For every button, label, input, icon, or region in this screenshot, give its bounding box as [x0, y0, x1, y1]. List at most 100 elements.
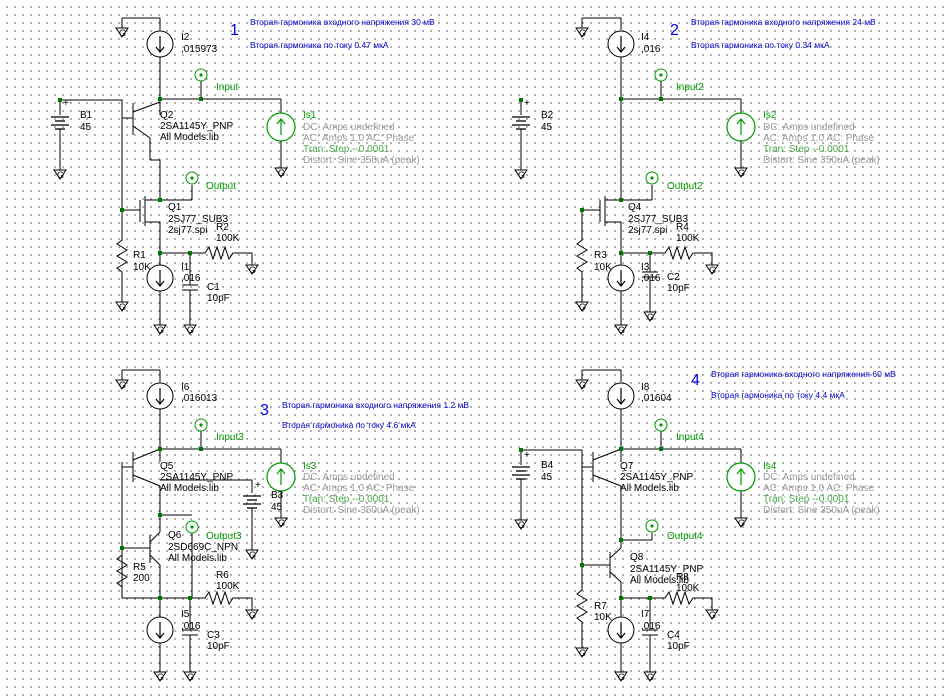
- svg-text:G: G: [278, 518, 285, 528]
- ground-symbol[interactable]: G: [115, 17, 129, 38]
- r4-value: 100K: [676, 233, 700, 244]
- ground-symbol[interactable]: G: [245, 539, 259, 560]
- r8-name: R8: [676, 572, 689, 583]
- current-source-i8[interactable]: [607, 382, 635, 410]
- ground-symbol[interactable]: G: [153, 314, 167, 335]
- ground-symbol[interactable]: G: [575, 291, 589, 312]
- r3-value: 10K: [594, 262, 612, 273]
- current-source-i5[interactable]: [146, 616, 174, 644]
- ground-symbol[interactable]: G: [274, 507, 288, 528]
- ground-symbol[interactable]: G: [643, 301, 657, 322]
- input-probe[interactable]: [654, 68, 668, 82]
- svg-text:G: G: [157, 325, 164, 335]
- i4-name: I4: [641, 32, 650, 43]
- q4-name: Q4: [628, 202, 642, 213]
- svg-text:G: G: [579, 380, 586, 390]
- b4-name: B4: [541, 460, 554, 471]
- ground-symbol[interactable]: G: [245, 254, 259, 275]
- source-is4[interactable]: [726, 462, 756, 492]
- ground-symbol[interactable]: G: [643, 661, 657, 682]
- transistor-q4[interactable]: [599, 196, 622, 245]
- source-is3[interactable]: [266, 462, 296, 492]
- b3-name: B3: [271, 490, 284, 501]
- current-source-i2[interactable]: [146, 30, 174, 58]
- ground-symbol[interactable]: G: [575, 637, 589, 658]
- q1-part: 2SJ77_SUB3: [168, 214, 228, 225]
- ground-symbol[interactable]: G: [705, 599, 719, 620]
- output-probe[interactable]: [185, 171, 199, 185]
- transistor-q7[interactable]: [582, 448, 622, 487]
- svg-text:G: G: [709, 265, 716, 275]
- transistor-q8[interactable]: [609, 486, 622, 620]
- input-net-label: Input2: [676, 82, 704, 93]
- transistor-q6[interactable]: [149, 486, 161, 620]
- note-current-harmonic: Вторая гармоника по току 4.4 мкА: [711, 390, 845, 400]
- source-is1[interactable]: [266, 112, 296, 142]
- current-source-i1[interactable]: [146, 264, 174, 292]
- ground-symbol[interactable]: G: [734, 157, 748, 178]
- is4-tran: Tran: Step --0.0001: [763, 494, 850, 505]
- ground-symbol[interactable]: G: [53, 159, 67, 180]
- transistor-q5[interactable]: [122, 448, 161, 487]
- battery-b1[interactable]: [50, 116, 70, 130]
- current-source-i3[interactable]: [607, 264, 635, 292]
- ground-symbol[interactable]: G: [274, 157, 288, 178]
- ground-symbol[interactable]: G: [514, 509, 528, 530]
- transistor-q2[interactable]: [122, 101, 161, 160]
- ground-symbol[interactable]: G: [575, 369, 589, 390]
- source-is2[interactable]: [726, 112, 756, 142]
- battery-b3[interactable]: [242, 495, 262, 509]
- c3-name: C3: [207, 630, 220, 641]
- svg-text:G: G: [738, 168, 745, 178]
- ground-symbol[interactable]: G: [153, 661, 167, 682]
- current-source-i4[interactable]: [607, 30, 635, 58]
- q8-name: Q8: [630, 552, 644, 563]
- is1-tran: Tran: Step --0.0001: [303, 144, 390, 155]
- svg-text:G: G: [618, 325, 625, 335]
- q5-name: Q5: [160, 461, 174, 472]
- ground-symbol[interactable]: G: [115, 369, 129, 390]
- ground-symbol[interactable]: G: [614, 314, 628, 335]
- svg-text:G: G: [249, 265, 256, 275]
- is3-ac: AC: Amps 1,0 AC: Phase: [303, 483, 415, 494]
- is4-distort: Distort: Sine 350uA (peak): [763, 505, 880, 516]
- ground-symbol[interactable]: G: [245, 599, 259, 620]
- circuit-3: 3 Вторая гармоника входного напряжения 1…: [115, 369, 469, 682]
- r2-value: 100K: [216, 233, 240, 244]
- r2-name: R2: [216, 222, 229, 233]
- ground-symbol[interactable]: G: [705, 254, 719, 275]
- is1-ac: AC: Amps 1,0 AC: Phase: [303, 133, 415, 144]
- transistor-q1[interactable]: [139, 159, 161, 245]
- input-probe[interactable]: [654, 418, 668, 432]
- svg-text:G: G: [157, 672, 164, 682]
- ground-symbol[interactable]: G: [183, 661, 197, 682]
- svg-text:G: G: [278, 168, 285, 178]
- battery-b2[interactable]: [511, 116, 531, 130]
- svg-text:G: G: [579, 302, 586, 312]
- ground-symbol[interactable]: G: [514, 159, 528, 180]
- ground-symbol[interactable]: G: [734, 507, 748, 528]
- ground-symbol[interactable]: G: [183, 314, 197, 335]
- circuit-1: 1 Вторая гармоника входного напряжения 3…: [50, 17, 435, 335]
- i6-value: ,016013: [181, 393, 218, 404]
- input-probe[interactable]: [194, 418, 208, 432]
- output-probe[interactable]: [185, 520, 199, 534]
- current-source-i6[interactable]: [146, 382, 174, 410]
- is4-name: Is4: [763, 461, 777, 472]
- is3-dc: DC: Amps undefined: [303, 472, 395, 483]
- ground-symbol[interactable]: G: [614, 661, 628, 682]
- c1-name: C1: [207, 282, 220, 293]
- output-probe[interactable]: [645, 519, 659, 533]
- note-voltage-harmonic: Вторая гармоника входного напряжения 24 …: [691, 17, 876, 27]
- output-probe[interactable]: [645, 171, 659, 185]
- ground-symbol[interactable]: G: [575, 17, 589, 38]
- i3-name: I3: [641, 262, 650, 273]
- svg-text:G: G: [518, 170, 525, 180]
- input-probe[interactable]: [194, 68, 208, 82]
- ground-symbol[interactable]: G: [115, 291, 129, 312]
- capacitor-c1[interactable]: [182, 284, 198, 291]
- battery-b4[interactable]: [511, 466, 531, 480]
- is3-name: Is3: [303, 461, 317, 472]
- current-source-i7[interactable]: [607, 616, 635, 644]
